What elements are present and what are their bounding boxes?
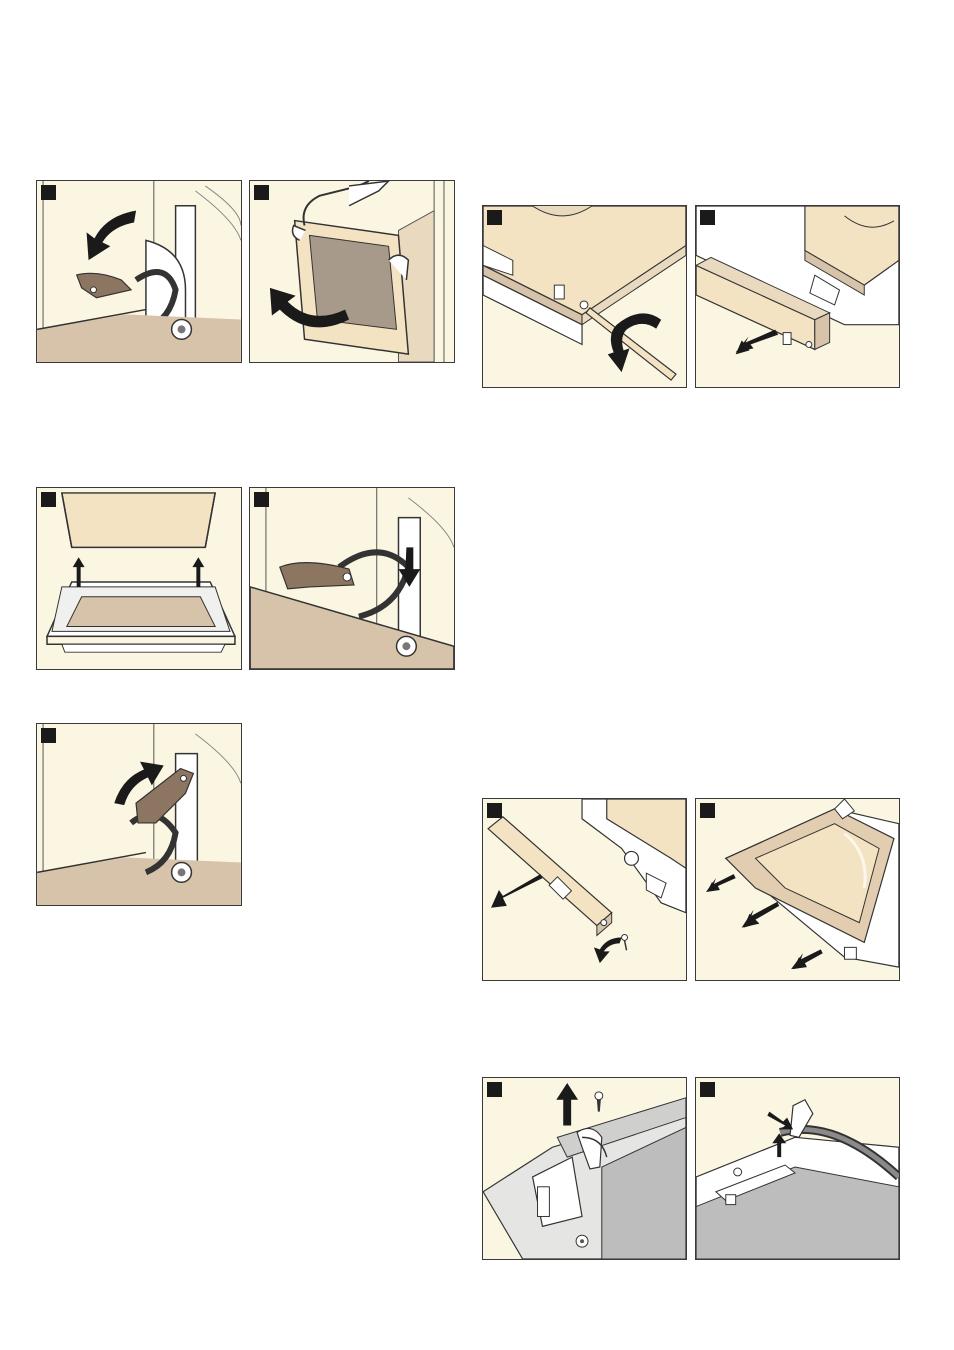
step-marker [487, 1082, 502, 1097]
hinge-unlock-illustration [37, 181, 241, 362]
step-marker [700, 1082, 715, 1097]
clip-remove-illustration [483, 1078, 686, 1259]
step-marker [700, 210, 715, 225]
rail-remove-illustration [483, 799, 686, 980]
illustration-panel-door-lift [249, 180, 455, 363]
illustration-panel-seal-remove [695, 1077, 900, 1260]
step-marker [700, 803, 715, 818]
illustration-panel-rail-remove [482, 798, 687, 981]
step-marker [254, 492, 269, 507]
illustration-panel-hinge-close [249, 487, 455, 670]
step-marker [41, 492, 56, 507]
illustration-panel-glass-remove [695, 798, 900, 981]
step-marker [41, 728, 56, 743]
glass-remove-illustration [696, 799, 899, 980]
illustration-panel-hinge-unlock [36, 180, 242, 363]
hinge-lock-illustration [37, 724, 241, 905]
illustration-panel-glass-insert [36, 487, 242, 670]
door-lift-illustration [250, 181, 454, 362]
step-marker [41, 185, 56, 200]
step-marker [487, 210, 502, 225]
trim-remove-illustration [696, 206, 899, 387]
unscrew-illustration [483, 206, 686, 387]
step-marker [487, 803, 502, 818]
seal-remove-illustration [696, 1078, 899, 1259]
illustration-panel-clip-remove [482, 1077, 687, 1260]
illustration-panel-trim-remove [695, 205, 900, 388]
glass-insert-illustration [37, 488, 241, 669]
illustration-panel-unscrew [482, 205, 687, 388]
step-marker [254, 185, 269, 200]
hinge-close-illustration [250, 488, 454, 669]
illustration-panel-hinge-lock [36, 723, 242, 906]
